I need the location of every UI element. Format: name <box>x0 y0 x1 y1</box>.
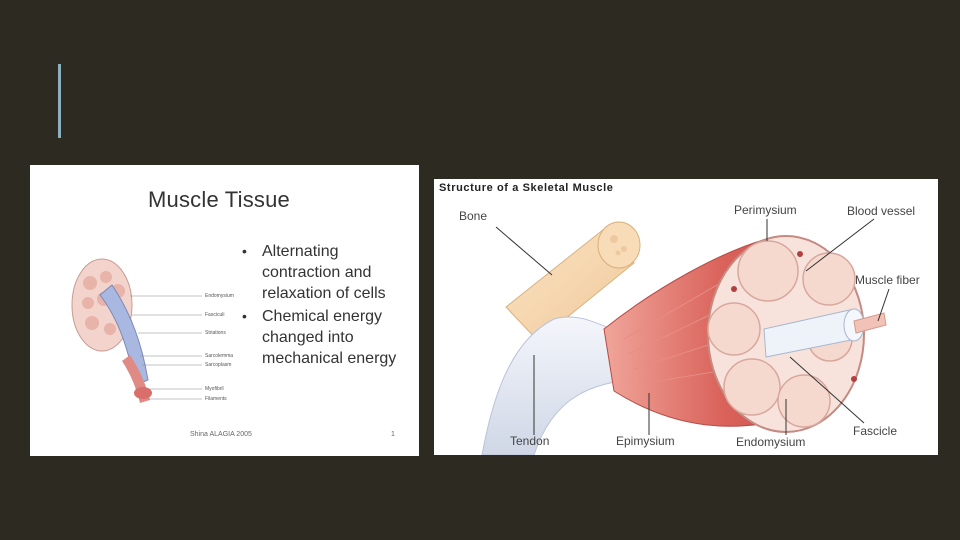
label-blood-vessel: Blood vessel <box>847 204 916 218</box>
label-muscle-fiber: Muscle fiber <box>855 273 920 287</box>
label-filaments: Filaments <box>205 396 227 402</box>
skeletal-muscle-illustration <box>481 218 890 455</box>
label-epimysium: Epimysium <box>616 434 675 448</box>
muscle-tissue-slide-image: Endomysium Fasciculi Striations Sarcolem… <box>30 165 419 456</box>
label-endomysium: Endomysium <box>205 293 234 299</box>
label-sarcolemma: Sarcolemma <box>205 353 234 359</box>
slide-title: Muscle Tissue <box>148 187 290 212</box>
label-endomysium: Endomysium <box>736 435 806 449</box>
skeletal-muscle-diagram: Structure of a Skeletal Muscle Bone Peri… <box>434 179 938 455</box>
bullet-list: Alternating contraction and relaxation o… <box>236 241 416 371</box>
label-myofibril: Myofibril <box>205 386 224 392</box>
label-fasciculi: Fasciculi <box>205 312 225 318</box>
bullet-item: Chemical energy changed into mechanical … <box>236 306 416 369</box>
label-fascicle: Fascicle <box>853 424 898 438</box>
slide-page-number: 1 <box>391 431 395 438</box>
diagram-title: Structure of a Skeletal Muscle <box>439 182 614 194</box>
muscle-illustration <box>71 258 202 403</box>
label-striations: Striations <box>205 330 226 336</box>
label-sarcoplasm: Sarcoplasm <box>205 362 232 368</box>
bullet-item: Alternating contraction and relaxation o… <box>236 241 416 304</box>
label-perimysium: Perimysium <box>734 203 797 217</box>
label-tendon: Tendon <box>510 434 550 448</box>
title-accent-bar <box>58 64 61 138</box>
slide-footer: Shina ALAGIA 2005 <box>190 431 252 438</box>
label-bone: Bone <box>459 209 488 223</box>
